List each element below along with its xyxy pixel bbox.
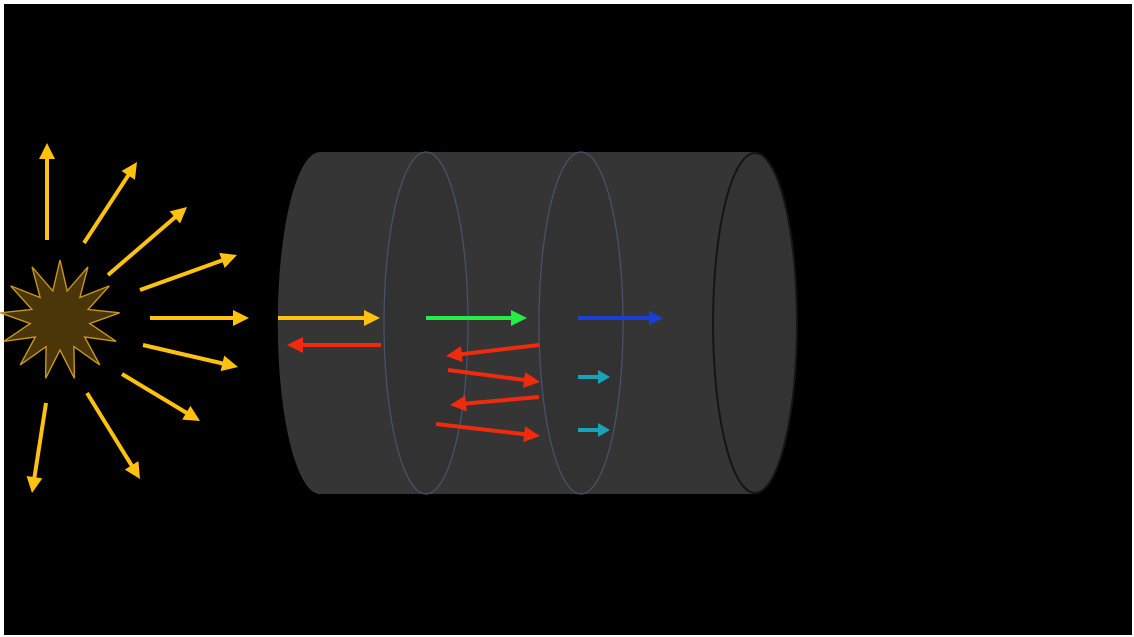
reflected-ray-2-shaft	[460, 343, 540, 357]
transmitted-ray-3-head	[598, 370, 610, 384]
cylinder-end-cap	[712, 152, 798, 494]
emitted-ray-9-head	[26, 475, 43, 493]
transmitted-ray-3	[578, 370, 610, 384]
emitted-ray-5-head	[233, 310, 249, 326]
reflected-ray-2-head	[446, 346, 463, 363]
emitted-ray-6-shaft	[142, 343, 224, 366]
reflected-ray-4-head	[450, 395, 467, 412]
reflected-ray-1-head	[287, 337, 303, 353]
emitted-ray-4-head	[219, 252, 237, 268]
transmitted-ray-1	[426, 310, 527, 326]
emitted-ray-3-head	[169, 207, 187, 224]
emitted-ray-4	[139, 252, 237, 292]
emitted-ray-8	[85, 391, 140, 479]
transmitted-ray-2	[578, 311, 663, 325]
emitted-ray-2	[82, 162, 137, 245]
emitted-ray-7	[120, 372, 200, 421]
emitted-ray-6-head	[220, 355, 238, 372]
emitted-ray-4-shaft	[139, 258, 224, 292]
emitted-ray-3-shaft	[106, 215, 177, 277]
emitted-ray-7-shaft	[120, 372, 189, 415]
emitted-ray-9-shaft	[32, 402, 48, 479]
filter-disc-2	[538, 151, 624, 495]
reflected-ray-5	[435, 422, 540, 443]
emitted-ray-6	[142, 343, 238, 372]
emitted-rays	[26, 143, 249, 493]
beam-arrows	[278, 310, 663, 443]
reflected-ray-3-head	[523, 371, 540, 388]
light-source	[0, 259, 120, 379]
filter-disc-1	[383, 151, 469, 495]
emitted-ray-1-head	[39, 143, 55, 159]
emitted-ray-9	[26, 402, 48, 493]
reflected-ray-1	[287, 337, 381, 353]
transmitted-ray-2-head	[649, 311, 663, 325]
reflected-ray-5-shaft	[435, 422, 526, 437]
transmitted-ray-4-head	[598, 423, 610, 437]
reflected-ray-5-head	[523, 426, 540, 443]
reflected-ray-3	[447, 368, 540, 388]
emitted-ray-8-shaft	[85, 391, 134, 468]
incident-ray-head	[364, 310, 380, 326]
reflected-ray-4-shaft	[464, 395, 540, 406]
starburst-icon	[0, 259, 120, 379]
emitted-ray-8-head	[124, 461, 140, 479]
incident-ray	[278, 310, 380, 326]
emitted-ray-7-head	[182, 405, 200, 421]
transmitted-ray-1-head	[511, 310, 527, 326]
transmitted-ray-4	[578, 423, 610, 437]
cylinder	[277, 151, 798, 495]
emitted-ray-2-head	[121, 162, 137, 180]
emitted-ray-2-shaft	[82, 173, 131, 245]
emitted-ray-1	[39, 143, 55, 240]
reflected-ray-2	[446, 343, 540, 363]
emitted-ray-3	[106, 207, 187, 277]
emitted-ray-5	[150, 310, 249, 326]
reflected-ray-3-shaft	[447, 368, 526, 383]
reflected-ray-4	[450, 395, 540, 412]
